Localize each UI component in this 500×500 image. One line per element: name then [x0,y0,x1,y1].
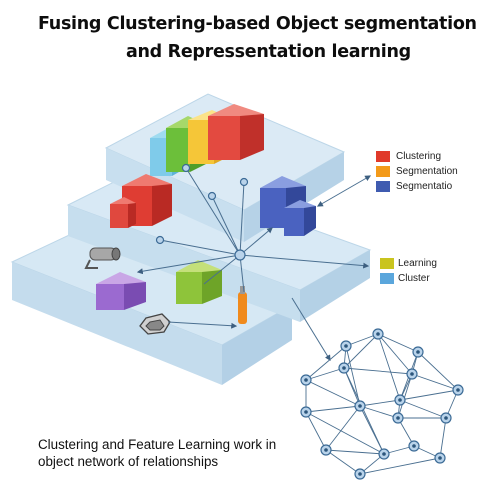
title-line-2: and Repressentation learning [126,42,411,62]
hub-nodes [155,163,249,261]
network-edge [359,399,401,407]
hub-node [155,235,165,245]
caption-line-2: object network of relationships [38,454,219,469]
legend-label-segmentation: Segmentation [396,166,458,177]
network-edge [325,405,361,451]
network-edge [305,405,361,413]
relationship-network [300,328,464,480]
network-edge [305,379,361,407]
lamp-icon [238,286,247,324]
network-edge [359,457,441,475]
hub-node [239,177,249,187]
network-edge [343,367,413,375]
caption-line-1: Clustering and Feature Learning work in [38,437,277,452]
network-node-core [396,416,400,420]
red-cube-top [208,104,264,160]
network-node-core [438,456,442,460]
cube-group-top [150,104,264,176]
network-edge [359,405,399,419]
legend-swatch-segmentatio [376,181,390,192]
network-edge [377,333,419,353]
network-node-core [358,472,362,476]
green-cube-bottom [176,260,222,304]
network-edge [325,449,361,475]
legend-bottom-swatches [380,258,394,284]
purple-cube [96,272,146,310]
network-node-core [382,452,386,456]
network-node-core [304,410,308,414]
legend-top-swatches [376,151,390,192]
network-edge [305,411,385,455]
network-node-core [344,344,348,348]
network-edge [325,449,385,455]
network-node-core [342,366,346,370]
legend-label-segmentatio: Segmentatio [396,181,453,192]
caption: Clustering and Feature Learning work in … [38,436,358,470]
network-edge [439,417,447,459]
legend-swatch-learning [380,258,394,269]
blue-cube [260,176,316,236]
network-edge [343,333,379,369]
network-edge [345,333,379,347]
network-edge [305,345,347,381]
network-edge [399,389,459,401]
network-node-core [416,350,420,354]
network-node-core [410,372,414,376]
hub-connections [136,167,372,362]
network-edges [305,333,459,475]
network-edge [399,399,447,419]
legend-label-cluster: Cluster [398,273,430,284]
network-edge [397,373,413,419]
hub-node [234,249,246,261]
hub-node [181,163,191,173]
legend-label-learning: Learning [398,258,437,269]
network-node-core [456,388,460,392]
legend-swatch-cluster [380,273,394,284]
network-node-core [358,404,362,408]
gear-icon [139,313,171,335]
network-node-core [324,448,328,452]
legend-label-clustering: Clustering [396,151,442,162]
network-edge [305,367,345,381]
red-cube-middle [110,174,172,228]
network-node-core [398,398,402,402]
network-node-core [376,332,380,336]
network-edge [345,345,361,407]
network-node-core [412,444,416,448]
network-edge [417,351,459,391]
network-edge [411,373,459,391]
legend-swatch-clustering [376,151,390,162]
title-line-1: Fusing Clustering-based Object segmentat… [38,14,477,34]
network-edge [377,333,413,375]
network-nodes [300,328,464,480]
network-edge [305,411,327,451]
platform-bottom [10,227,294,385]
pipe-icon [84,247,121,269]
network-edge [377,333,401,401]
network-node-core [444,416,448,420]
legend-swatch-segmentation [376,166,390,177]
hub-node [207,191,217,201]
network-node-core [304,378,308,382]
network-edge [343,367,385,455]
